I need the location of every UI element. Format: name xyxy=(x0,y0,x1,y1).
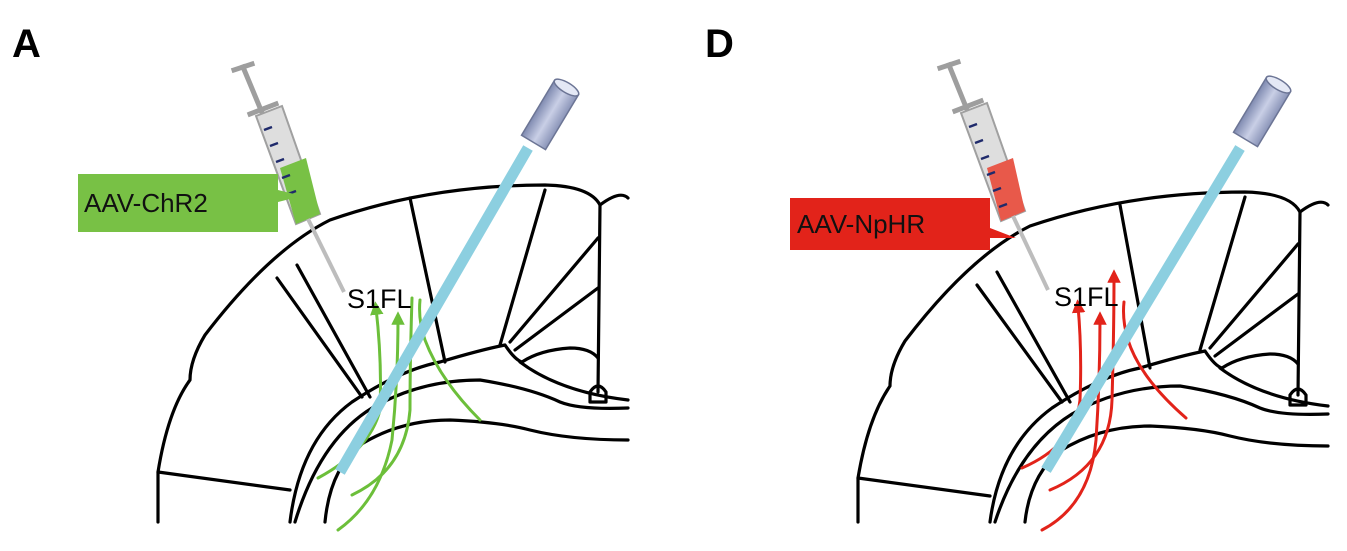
brain-section-outline-a xyxy=(156,183,630,524)
virus-tag-d: AAV-NpHR xyxy=(790,198,1016,250)
brain-section-outline-d xyxy=(856,190,1330,524)
virus-tag-a-label: AAV-ChR2 xyxy=(84,188,208,218)
virus-tag-d-label: AAV-NpHR xyxy=(797,209,925,239)
optic-fiber-d xyxy=(1041,75,1292,473)
virus-tag-a: AAV-ChR2 xyxy=(78,174,302,232)
panel-d: D xyxy=(705,22,1330,532)
syringe-virus-fill-d xyxy=(987,158,1025,221)
panel-d-letter: D xyxy=(705,22,734,66)
axons-d xyxy=(1020,269,1188,532)
syringe-virus-fill-a xyxy=(280,158,320,224)
optic-fiber-a xyxy=(335,78,580,475)
syringe-a xyxy=(230,60,346,293)
panel-a-letter: A xyxy=(12,22,41,66)
axons-a xyxy=(316,296,482,532)
region-label-a: S1FL xyxy=(347,284,412,314)
syringe-d xyxy=(936,58,1050,291)
region-label-d: S1FL xyxy=(1054,282,1119,312)
panel-a: A xyxy=(12,22,630,532)
